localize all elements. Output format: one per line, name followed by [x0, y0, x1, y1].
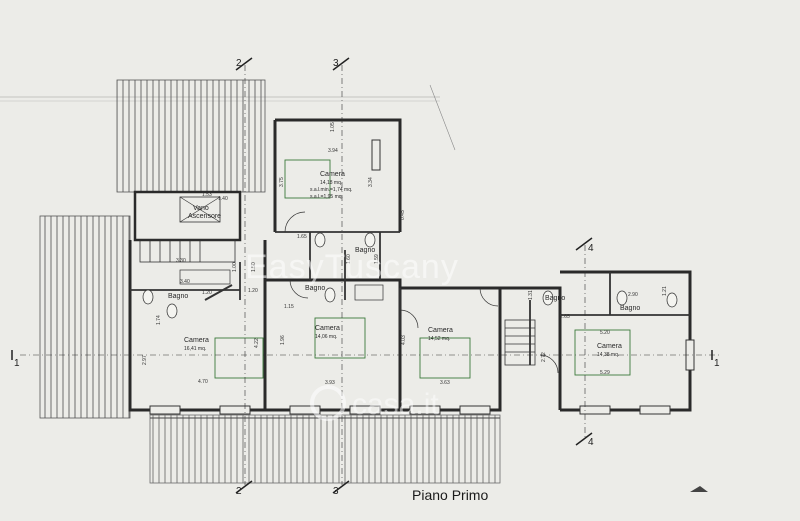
dimension-label: 1.65	[297, 234, 307, 240]
room-area: 14,18 mq.	[320, 180, 342, 186]
roof-hatch	[39, 215, 131, 419]
room-name: Camera	[184, 337, 209, 344]
room-name: Bagno	[545, 295, 565, 302]
room-name: Camera	[597, 343, 622, 350]
dimension-label: 2.90	[628, 292, 638, 298]
watermark-logo-icon	[310, 385, 346, 421]
dimension-label: 1.20	[248, 288, 258, 294]
dimension-label: 3.94	[328, 148, 338, 154]
dimension-label: 3.30	[176, 258, 186, 264]
room-area: 16,41 mq.	[184, 346, 206, 352]
axis-label: 3	[333, 486, 339, 497]
dimension-label: 4.03	[401, 335, 407, 345]
bed-symbol	[214, 159, 631, 379]
axis-label: 4	[588, 437, 594, 448]
outer-walls	[128, 118, 692, 412]
room-name: Camera	[428, 327, 453, 334]
watermark-text: EasyTuscany	[245, 248, 459, 286]
room-area: 14,52 mq.	[428, 336, 450, 342]
room-note: s.a.l.min.=1,74 mq.	[310, 187, 352, 193]
elevator-cross	[179, 196, 221, 223]
dimension-label: 1.60	[346, 254, 352, 264]
stairs	[139, 239, 536, 366]
dimension-label: 1.53	[202, 192, 212, 198]
dimension-label: 1.20	[202, 290, 212, 296]
internal-walls	[130, 231, 690, 365]
dimension-label: 3.75	[279, 177, 285, 187]
room-area: 14,06 mq.	[315, 334, 337, 340]
watermark-text: casa.it	[352, 388, 439, 421]
dimension-label: 1.15	[284, 304, 294, 310]
dimension-label: 1.31	[528, 290, 534, 300]
sanitary-fixture	[142, 232, 678, 319]
plan-title: Piano Primo	[412, 487, 488, 503]
section-marker	[11, 57, 713, 494]
room-name: Bagno	[355, 247, 375, 254]
dimension-label: 3.63	[440, 380, 450, 386]
section-line	[20, 65, 720, 485]
dimension-label: 1.40	[218, 196, 228, 202]
balcony-railing	[149, 414, 501, 484]
dimension-label: 1.21	[662, 286, 668, 296]
elevator-shaft	[179, 196, 221, 223]
dimension-label: 1.96	[280, 335, 286, 345]
dimension-label: 1.50	[251, 262, 257, 272]
dimension-label: 4.70	[198, 379, 208, 385]
roof-hatch	[116, 79, 266, 193]
dimension-label: 3.40	[180, 279, 190, 285]
room-name: Bagno	[168, 293, 188, 300]
room-area: 14,38 mq.	[597, 352, 619, 358]
dimension-label: 2.97	[142, 355, 148, 365]
dimension-label: 2.65	[560, 314, 570, 320]
room-name: Camera	[320, 171, 345, 178]
axis-label: 1	[14, 358, 20, 369]
dimension-label: 4.22	[254, 338, 260, 348]
window	[149, 139, 695, 415]
dimension-label: 1.74	[156, 315, 162, 325]
room-name: Vano	[193, 205, 209, 212]
room-note: Ascensore	[188, 213, 221, 220]
dimension-label: 2.72	[541, 352, 547, 362]
axis-label: 1	[714, 358, 720, 369]
dimension-label: 0.45	[400, 210, 406, 220]
reference-line	[429, 84, 456, 151]
dimension-label: 5.20	[600, 330, 610, 336]
dimension-label: 5.29	[600, 370, 610, 376]
dimension-label: 1.00	[232, 262, 238, 272]
axis-label: 4	[588, 243, 594, 254]
dimension-label: 3.93	[325, 380, 335, 386]
room-name: Bagno	[620, 305, 640, 312]
door-swing	[204, 211, 559, 374]
room-name: Bagno	[305, 285, 325, 292]
room-name: Camera	[315, 325, 340, 332]
dimension-label: 1.59	[374, 254, 380, 264]
axis-label: 3	[333, 58, 339, 69]
dimension-label: 1.05	[330, 122, 336, 132]
north-arrow-icon	[690, 486, 708, 492]
dimension-label: 3.34	[368, 177, 374, 187]
axis-label: 2	[236, 58, 242, 69]
room-note: s.a.l.=1,95 mq.	[310, 194, 343, 200]
axis-label: 2	[236, 486, 242, 497]
